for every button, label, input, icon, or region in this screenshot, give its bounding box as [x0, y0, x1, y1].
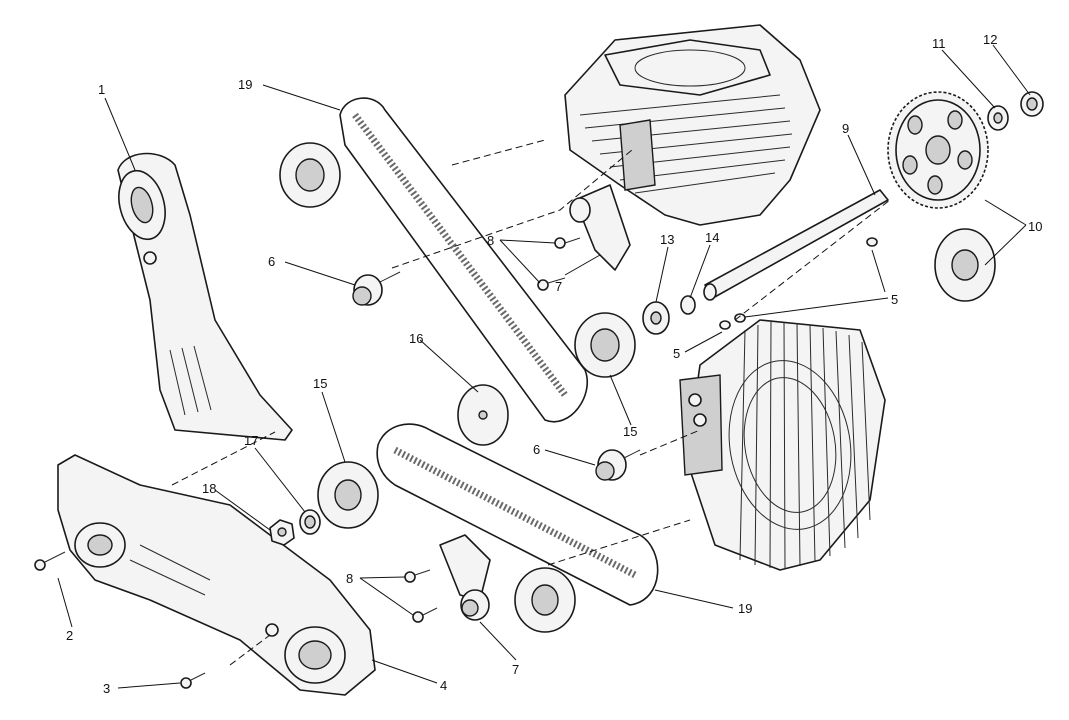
callout-7-upper: 7 [555, 279, 562, 294]
pulley-upper-left [279, 142, 341, 208]
pulley-lower-right [514, 567, 576, 633]
key-5-c [719, 320, 731, 330]
tensioner-7-lower [439, 534, 491, 621]
washer-16 [457, 384, 509, 446]
pulley-15-upper [574, 312, 636, 378]
timing-belt-lower [376, 423, 659, 606]
callout-2: 2 [66, 628, 73, 643]
nut-12 [1020, 91, 1044, 117]
alignment-lines [171, 139, 891, 666]
lower-cylinder-head [679, 319, 886, 571]
tensioner-7-upper [569, 184, 631, 271]
gear-10-large [887, 91, 989, 209]
leader-lines [57, 44, 1031, 689]
washer-17 [299, 509, 321, 535]
screw-2 [34, 551, 66, 571]
callout-14: 14 [705, 230, 719, 245]
spacer-6-lower [595, 449, 641, 481]
washer-11 [987, 105, 1009, 131]
callout-8-upper: 8 [487, 233, 494, 248]
callout-labels: 1 2 3 4 5 5 6 6 7 7 8 8 9 10 11 12 13 14… [66, 32, 1042, 696]
upper-belt-cover [117, 152, 293, 441]
spacer-6-upper [352, 271, 401, 306]
key-5-b [734, 313, 746, 323]
callout-6-upper: 6 [268, 254, 275, 269]
nut-18 [269, 519, 295, 546]
timing-belt-upper [339, 97, 588, 423]
callout-13: 13 [660, 232, 674, 247]
lower-belt-cover [57, 454, 376, 696]
callout-12: 12 [983, 32, 997, 47]
screw-3 [180, 672, 206, 689]
callout-7-lower: 7 [512, 662, 519, 677]
callout-19-lower: 19 [738, 601, 752, 616]
callout-8-lower: 8 [346, 571, 353, 586]
screw-8-c [404, 569, 431, 583]
callout-9: 9 [842, 121, 849, 136]
key-5-a [866, 237, 878, 247]
camshaft-9 [703, 189, 889, 301]
washer-13 [642, 301, 670, 335]
callout-15-left: 15 [313, 376, 327, 391]
callout-18: 18 [202, 481, 216, 496]
screw-8-a [554, 237, 581, 249]
callout-15-right: 15 [623, 424, 637, 439]
callout-5-right: 5 [891, 292, 898, 307]
upper-cylinder [564, 24, 821, 226]
callout-4: 4 [440, 678, 447, 693]
screw-8-d [412, 607, 438, 623]
callout-10: 10 [1028, 219, 1042, 234]
callout-19-upper: 19 [238, 77, 252, 92]
callout-3: 3 [103, 681, 110, 696]
circlip-14 [680, 295, 696, 315]
callout-6-lower: 6 [533, 442, 540, 457]
pulley-15-lower [317, 461, 379, 529]
callout-1: 1 [98, 82, 105, 97]
callout-17: 17 [244, 433, 258, 448]
screw-8-b [537, 277, 566, 291]
callout-5-left: 5 [673, 346, 680, 361]
callout-16: 16 [409, 331, 423, 346]
callout-11: 11 [932, 36, 946, 51]
gear-10-small [934, 228, 996, 302]
